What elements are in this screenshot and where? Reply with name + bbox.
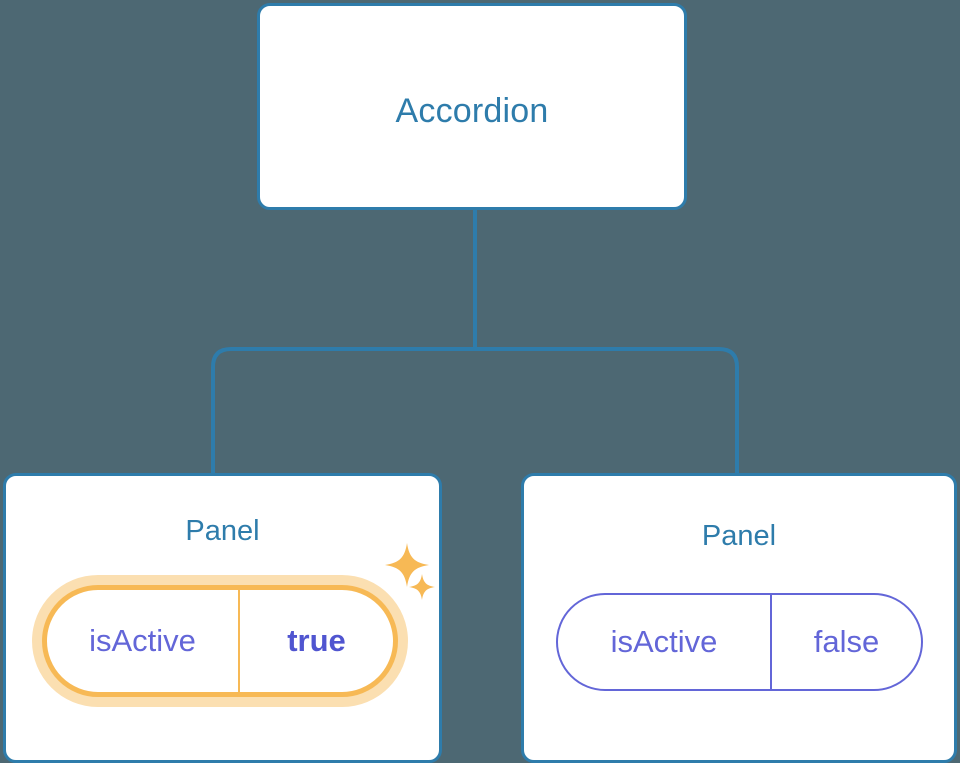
connector-branch-bar	[211, 347, 739, 473]
prop-pill-isactive-false[interactable]: isActive false	[556, 593, 923, 691]
prop-key: isActive	[47, 590, 240, 692]
prop-pill-body: isActive false	[556, 593, 923, 691]
node-accordion[interactable]: Accordion	[257, 3, 687, 210]
node-panel-inactive-title: Panel	[701, 520, 777, 552]
prop-pill-body: isActive true	[42, 585, 398, 697]
node-accordion-title: Accordion	[395, 92, 549, 130]
prop-pill-isactive-true[interactable]: isActive true	[32, 575, 408, 707]
prop-value: false	[813, 624, 880, 659]
prop-value: true	[287, 623, 346, 658]
diagram-canvas: Accordion Panel isActive true Panel isAc…	[3, 3, 957, 763]
node-panel-active-title: Panel	[185, 515, 260, 547]
prop-key: isActive	[558, 595, 772, 689]
